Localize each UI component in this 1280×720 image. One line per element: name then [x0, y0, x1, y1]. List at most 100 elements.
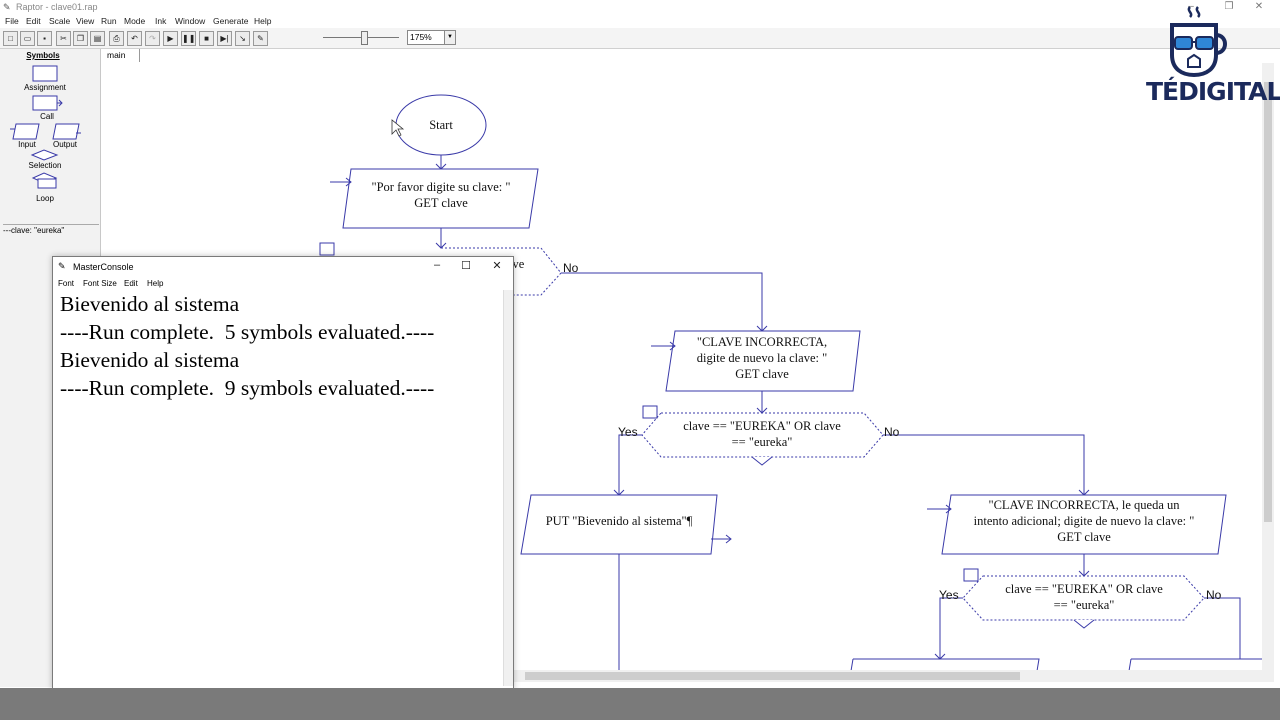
connector-line [618, 434, 642, 495]
menu-view[interactable]: View [76, 16, 95, 26]
collapse-toggle-icon[interactable] [642, 405, 658, 419]
decision2-line1: clave == "EUREKA" OR clave [683, 419, 841, 433]
variable-watch: ---clave: "eureka" [3, 224, 99, 236]
input3-line1: "CLAVE INCORRECTA, le queda un [988, 498, 1180, 512]
loop-label: Loop [36, 194, 54, 203]
menu-run[interactable]: Run [101, 16, 117, 26]
input-box-3[interactable] [941, 494, 1227, 555]
yes-label-3: Yes [939, 588, 959, 602]
connector-line [1204, 597, 1241, 659]
chevron-down-icon[interactable]: ▼ [444, 31, 455, 44]
console-menu-edit[interactable]: Edit [124, 279, 138, 288]
step-icon[interactable]: ▶| [217, 31, 232, 46]
open-folder-icon[interactable]: ▭ [20, 31, 35, 46]
pause-icon[interactable]: ❚❚ [181, 31, 196, 46]
console-menu-font-size[interactable]: Font Size [83, 279, 117, 288]
decision-box-3[interactable] [962, 575, 1205, 621]
input1-prompt: "Por favor digite su clave: " [372, 180, 511, 194]
input-box-2[interactable] [665, 330, 861, 392]
close-icon[interactable]: ✕ [1254, 1, 1264, 12]
close-icon[interactable]: ✕ [492, 260, 502, 272]
cut-icon[interactable]: ✂ [56, 31, 71, 46]
input2-line2: digite de nuevo la clave: " [697, 351, 827, 365]
call-symbol-icon[interactable] [32, 95, 58, 111]
minimize-icon[interactable]: – [1188, 1, 1194, 12]
assignment-symbol-icon[interactable] [32, 65, 58, 82]
console-menu-font[interactable]: Font [58, 279, 75, 288]
tab-main[interactable]: main [104, 49, 140, 62]
maximize-icon[interactable]: ☐ [461, 260, 471, 272]
selection-symbol-icon[interactable] [30, 149, 59, 161]
play-icon[interactable]: ▶ [163, 31, 178, 46]
input3-get: GET clave [1057, 530, 1111, 544]
input2-get: GET clave [735, 367, 789, 381]
input-box-1[interactable] [342, 168, 539, 229]
console-output[interactable]: Bievenido al sistema ----Run complete. 5 … [60, 290, 500, 402]
video-bottom-bar [0, 688, 1280, 720]
save-icon[interactable]: ▪ [37, 31, 52, 46]
new-file-icon[interactable]: □ [3, 31, 18, 46]
variable-entry: ---clave: "eureka" [3, 226, 65, 235]
collapse-toggle-icon[interactable] [319, 242, 335, 256]
no-label-2: No [884, 425, 900, 439]
redo-icon[interactable]: ↷ [145, 31, 160, 46]
collapse-toggle-icon[interactable] [963, 568, 979, 582]
raptor-app-icon: ✎ [3, 2, 11, 12]
decision3-line2: == "eureka" [1054, 598, 1115, 612]
tedigital-logo: TÉDIGITAL [1138, 5, 1280, 115]
input3-line2: intento adicional; digite de nuevo la cl… [974, 514, 1195, 528]
console-line: ----Run complete. 9 symbols evaluated.--… [60, 376, 435, 400]
decision-point-icon [1073, 619, 1095, 629]
output-symbol-icon[interactable] [52, 123, 80, 140]
symbol-shapes [10, 65, 81, 189]
input-label: Input [18, 140, 36, 149]
output-box-1[interactable] [520, 494, 718, 555]
zoom-select[interactable]: 175% ▼ [407, 30, 456, 45]
speed-slider-handle[interactable] [361, 31, 368, 45]
input-arrow-icon [651, 341, 676, 351]
stop-icon[interactable]: ■ [199, 31, 214, 46]
symbols-header: Symbols [26, 51, 60, 60]
input1-get: GET clave [414, 196, 468, 210]
console-title: MasterConsole [73, 262, 134, 272]
menu-mode[interactable]: Mode [124, 16, 146, 26]
paste-icon[interactable]: ▤ [90, 31, 105, 46]
print-icon[interactable]: ⎙ [109, 31, 124, 46]
undo-icon[interactable]: ↶ [127, 31, 142, 46]
toolbar: □ ▭ ▪ ✂ ❐ ▤ ⎙ ↶ ↷ ▶ ❚❚ ■ ▶| ↘ ✎ [0, 28, 1280, 49]
flowchart-diagram: Start "Por favor digite su clave: " GET … [319, 94, 1266, 671]
menu-generate[interactable]: Generate [213, 16, 249, 26]
menu-window[interactable]: Window [175, 16, 206, 26]
decision2-line2: == "eureka" [732, 435, 793, 449]
console-line: ----Run complete. 5 symbols evaluated.--… [60, 320, 435, 344]
restore-icon[interactable]: ❐ [1224, 1, 1234, 12]
menu-ink[interactable]: Ink [155, 16, 167, 26]
minimize-icon[interactable]: – [433, 259, 441, 271]
coffee-cup-logo-icon [1170, 6, 1227, 78]
output-arrow-icon [711, 534, 732, 544]
console-app-icon: ✎ [58, 261, 66, 271]
step-into-icon[interactable]: ↘ [235, 31, 250, 46]
menu-edit[interactable]: Edit [26, 16, 41, 26]
pen-icon[interactable]: ✎ [253, 31, 268, 46]
console-line: Bievenido al sistema [60, 292, 240, 316]
output-label: Output [52, 140, 77, 149]
menu-file[interactable]: File [5, 16, 19, 26]
output1-text: PUT "Bievenido al sistema"¶ [546, 514, 693, 528]
partial-box [850, 658, 1040, 671]
copy-icon[interactable]: ❐ [73, 31, 88, 46]
title-bar: ✎ Raptor - clave01.rap – ❐ ✕ [0, 0, 1280, 14]
menu-help[interactable]: Help [254, 16, 272, 26]
input-symbol-icon[interactable] [12, 123, 40, 140]
console-menu-help[interactable]: Help [147, 279, 164, 288]
vertical-scroll-thumb[interactable] [1264, 82, 1272, 522]
assignment-label: Assignment [24, 83, 66, 92]
input-arrow-icon [330, 177, 352, 187]
connector-line [939, 597, 963, 659]
horizontal-scroll-thumb[interactable] [525, 672, 1020, 680]
menu-scale[interactable]: Scale [49, 16, 71, 26]
logo-text: TÉDIGITAL [1146, 77, 1280, 106]
yes-label-2: Yes [618, 425, 638, 439]
console-scrollbar[interactable] [503, 290, 513, 686]
loop-body-icon [37, 178, 57, 189]
